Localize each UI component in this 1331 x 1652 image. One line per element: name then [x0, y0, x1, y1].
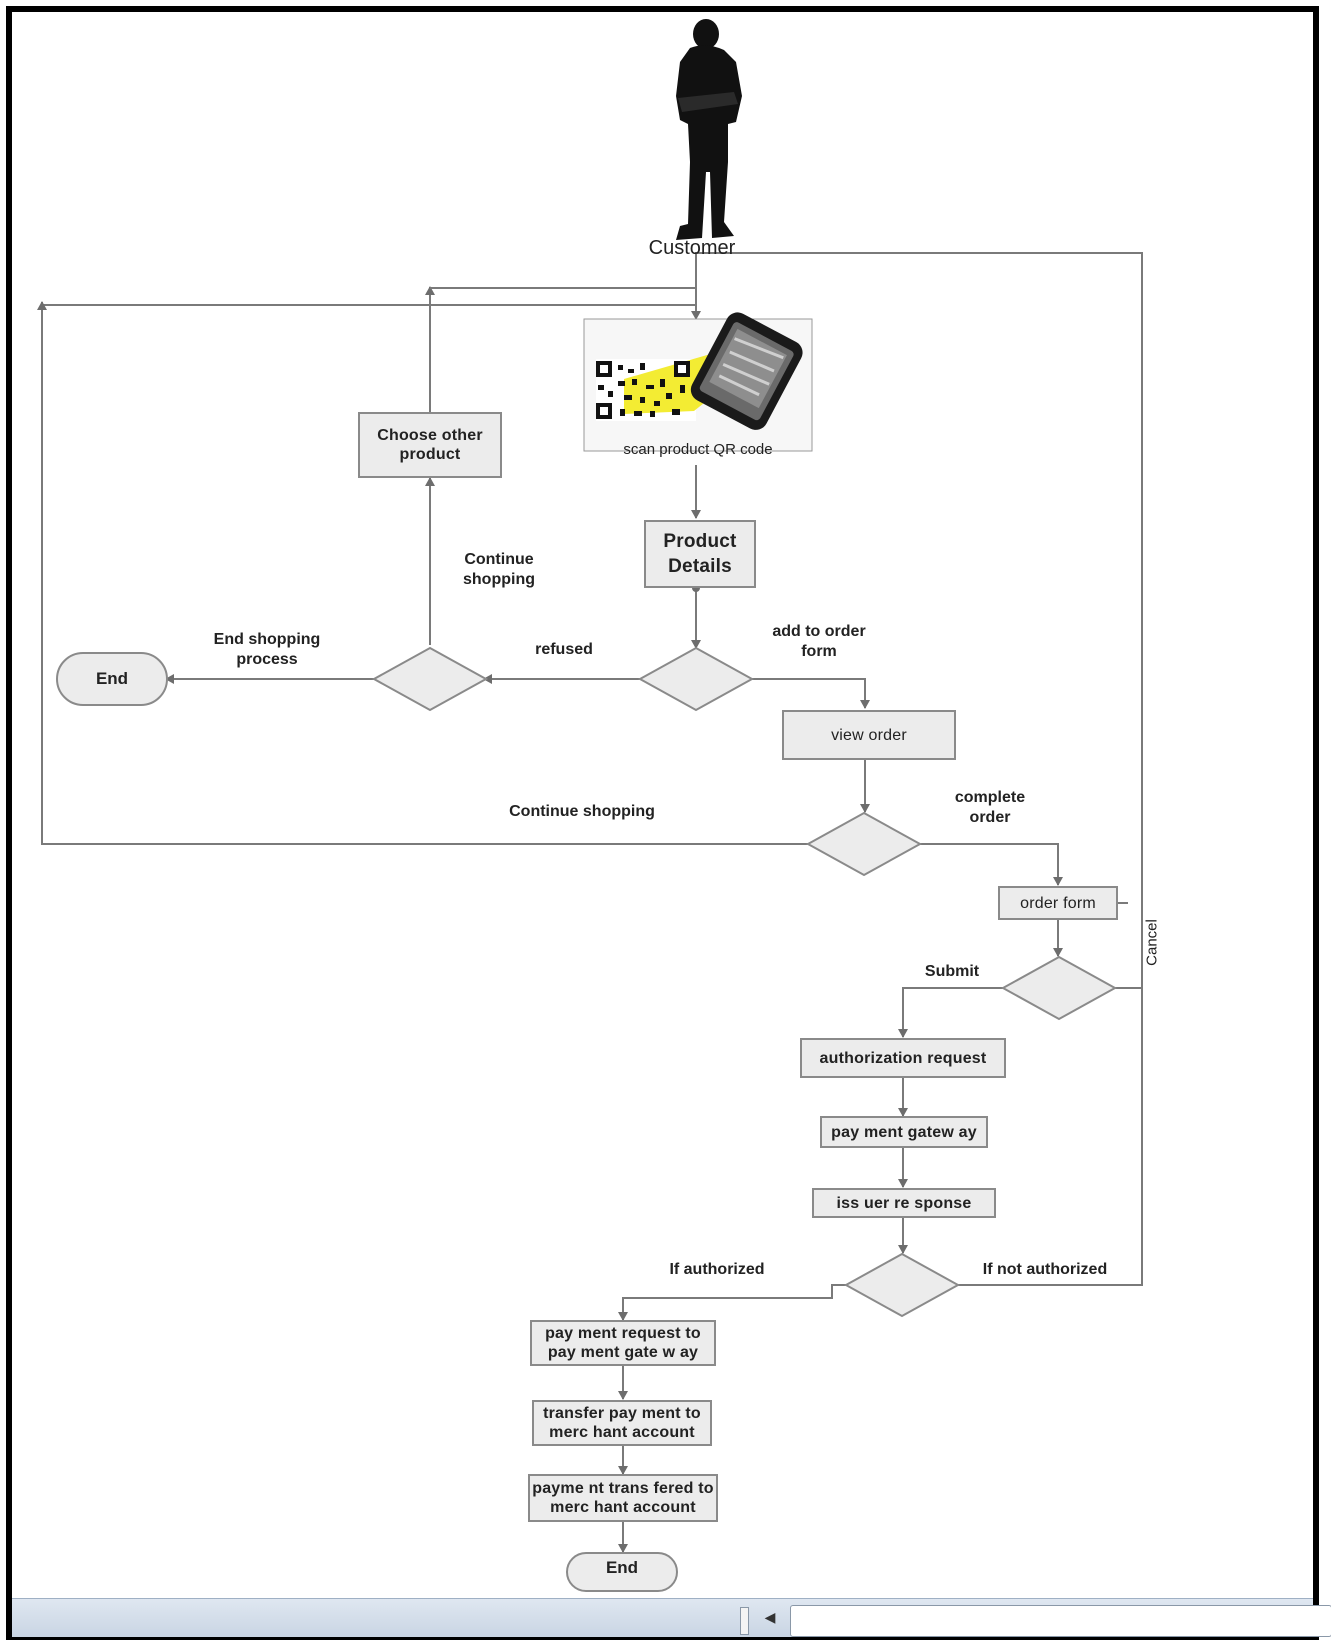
decision-authorized — [843, 1252, 961, 1318]
edge-continue-loop — [41, 304, 809, 845]
horizontal-scrollbar[interactable]: ◀ — [12, 1598, 1331, 1637]
authorization-request-box: authorization request — [800, 1038, 1006, 1078]
end-terminal-top: End — [56, 652, 168, 706]
edge-authorized — [618, 1284, 848, 1321]
label-submit: Submit — [924, 963, 980, 980]
product-details-box: Product Details — [644, 520, 756, 588]
decision-add-or-refuse — [637, 646, 755, 712]
label-complete-order: complete order — [954, 789, 1026, 826]
edge-add-order — [750, 678, 870, 709]
payment-gateway-box: pay ment gatew ay — [820, 1116, 988, 1148]
label-end-shopping: End shopping process — [213, 631, 321, 668]
label-continue-shopping-loop: Continue shopping — [509, 803, 655, 820]
decision-submit-or-cancel — [1000, 955, 1118, 1021]
label-continue-shopping-up: Continue shopping — [463, 551, 535, 588]
edge-submit — [898, 987, 1004, 1038]
view-order-box: view order — [782, 710, 956, 760]
smartphone-icon — [690, 312, 803, 430]
payment-request-box: pay ment request to pay ment gate w ay — [530, 1320, 716, 1366]
label-if-authorized: If authorized — [669, 1261, 765, 1278]
decision-continue-or-end — [371, 646, 489, 712]
connector-layer — [37, 19, 1143, 1553]
label-cancel: Cancel — [1143, 919, 1161, 966]
scan-illustration — [583, 312, 813, 452]
order-form-box: order form — [998, 886, 1118, 920]
choose-other-product-box: Choose other product — [358, 412, 502, 478]
label-refused: refused — [535, 641, 593, 658]
decision-continue-or-complete — [805, 811, 923, 877]
edge-cancel-return — [696, 252, 1143, 1286]
edge-complete-order — [919, 843, 1063, 886]
transfer-payment-box: transfer pay ment to merc hant account — [532, 1400, 712, 1446]
customer-label: Customer — [648, 237, 736, 259]
scan-caption: scan product QR code — [623, 441, 773, 458]
payment-transfered-box: payme nt trans fered to merc hant accoun… — [528, 1474, 718, 1522]
customer-silhouette-icon — [676, 19, 742, 240]
label-if-not-authorized: If not authorized — [982, 1261, 1108, 1278]
scrollbar-split-handle[interactable] — [740, 1607, 749, 1635]
scrollbar-track[interactable] — [790, 1605, 1331, 1637]
label-add-to-order: add to order form — [772, 623, 866, 660]
end-terminal-bottom: End — [566, 1552, 678, 1592]
diagram-frame: Customer scan product QR code Product De… — [6, 6, 1319, 1640]
scroll-left-arrow-icon[interactable]: ◀ — [764, 1608, 776, 1625]
issuer-response-box: iss uer re sponse — [812, 1188, 996, 1218]
